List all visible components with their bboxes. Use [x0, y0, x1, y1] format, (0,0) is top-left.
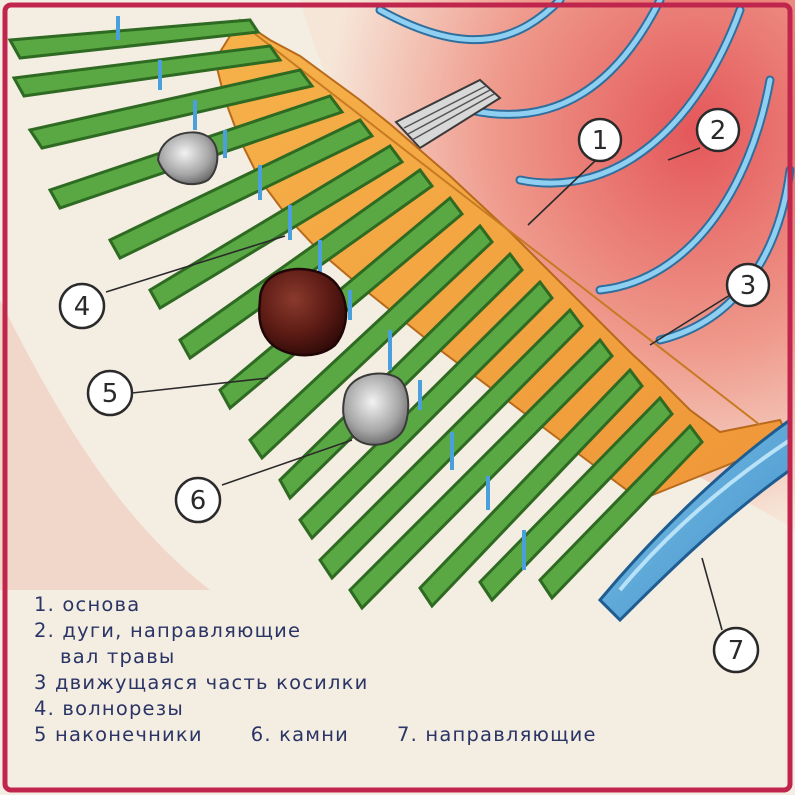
callout-5-number: 5	[102, 379, 119, 409]
legend-item-7: 7. направляющие	[397, 723, 597, 746]
legend-item-6: 6. камни	[251, 723, 349, 746]
legend-item-2-line-1: 2. дуги, направляющие	[34, 618, 597, 644]
legend-item-2-line-2: вал травы	[34, 644, 597, 670]
callout-2-number: 2	[710, 116, 727, 146]
callout-7-number: 7	[728, 636, 745, 666]
callout-3: 3	[727, 264, 769, 306]
legend-last-row: 5 наконечники 6. камни 7. направляющие	[34, 722, 597, 748]
legend: 1. основа 2. дуги, направляющие вал трав…	[34, 592, 597, 748]
callout-6: 6	[176, 478, 220, 522]
callout-3-number: 3	[740, 271, 757, 301]
callout-7: 7	[714, 628, 758, 672]
legend-item-3: 3 движущаяся часть косилки	[34, 670, 597, 696]
callout-1-number: 1	[592, 126, 609, 156]
legend-item-1: 1. основа	[34, 592, 597, 618]
callout-2: 2	[697, 109, 739, 151]
callout-1: 1	[579, 119, 621, 161]
callout-4-number: 4	[74, 292, 91, 322]
legend-item-5: 5 наконечники	[34, 723, 203, 746]
callout-6-number: 6	[190, 486, 207, 516]
stone-dark	[259, 269, 346, 355]
stone-grey	[343, 373, 408, 444]
callout-5: 5	[88, 371, 132, 415]
legend-item-4: 4. волнорезы	[34, 696, 597, 722]
callout-4: 4	[60, 284, 104, 328]
